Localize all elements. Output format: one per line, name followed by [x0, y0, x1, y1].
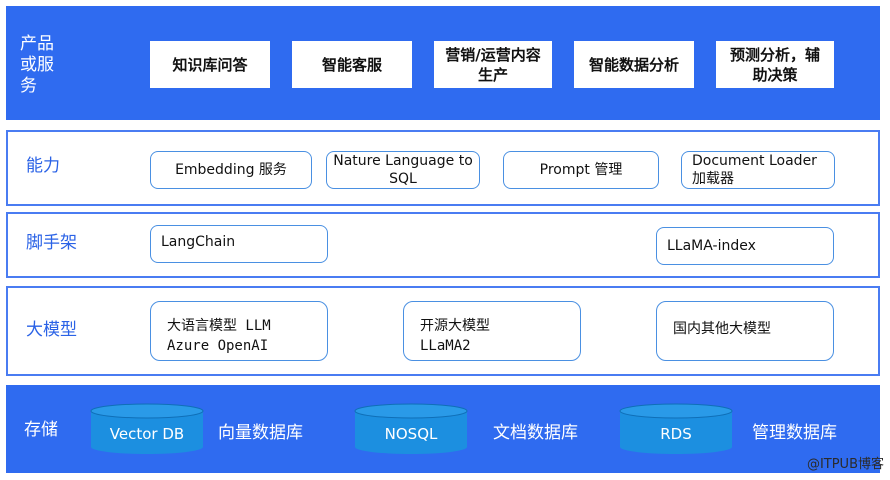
database-icon [619, 403, 733, 454]
model-open-source-subtitle: LLaMA2 [420, 338, 471, 354]
rds-cylinder: RDS [619, 403, 733, 455]
scaffold-layer-label: 脚手架 [26, 233, 77, 253]
watermark: @ITPUB博客 [806, 457, 884, 472]
vector-db-desc: 向量数据库 [218, 423, 303, 443]
capability-embedding: Embedding 服务 [150, 151, 312, 189]
vector-db-name: Vector DB [109, 425, 185, 443]
model-open-source-title: 开源大模型 [420, 318, 490, 334]
capability-prompt: Prompt 管理 [503, 151, 659, 189]
rds-name: RDS [660, 425, 692, 443]
nosql-desc: 文档数据库 [493, 423, 578, 443]
product-layer-label: 产品 或服 务 [20, 34, 54, 96]
rds-desc: 管理数据库 [752, 423, 837, 443]
model-llm-azure: 大语言模型 LLM Azure OpenAI [150, 301, 328, 361]
product-layer: 产品 或服 务 知识库问答 智能客服 营销/运营内容 生产 智能数据分析 预测分… [6, 6, 880, 120]
model-llm-title: 大语言模型 LLM [167, 318, 271, 334]
product-smart-service: 智能客服 [292, 41, 412, 88]
product-knowledge-qa: 知识库问答 [150, 41, 270, 88]
capability-document-loader: Document Loader 加载器 [681, 151, 835, 189]
product-prediction-decision: 预测分析，辅 助决策 [716, 41, 834, 88]
database-icon [354, 403, 468, 454]
nosql-cylinder: NOSQL [354, 403, 468, 455]
model-domestic-title: 国内其他大模型 [673, 321, 771, 337]
scaffold-llama-index: LLaMA-index [656, 227, 834, 265]
storage-layer: 存储 Vector DB 向量数据库 NOSQL 文档数据库 RDS 管理数据库 [6, 385, 880, 473]
scaffold-layer: 脚手架 LangChain LLaMA-index [6, 212, 880, 278]
model-llm-subtitle: Azure OpenAI [167, 338, 269, 354]
storage-layer-label: 存储 [24, 420, 58, 440]
model-domestic: 国内其他大模型 [656, 301, 834, 361]
product-marketing-content: 营销/运营内容 生产 [434, 41, 552, 88]
model-layer-label: 大模型 [26, 320, 77, 340]
product-data-analysis: 智能数据分析 [574, 41, 694, 88]
vector-db-cylinder: Vector DB [90, 403, 204, 455]
nosql-name: NOSQL [384, 425, 438, 443]
capability-layer: 能力 Embedding 服务 Nature Language to SQL P… [6, 130, 880, 206]
capability-layer-label: 能力 [26, 156, 60, 176]
capability-nl2sql: Nature Language to SQL [326, 151, 480, 189]
database-icon [90, 403, 204, 454]
scaffold-langchain: LangChain [150, 225, 328, 263]
model-layer: 大模型 大语言模型 LLM Azure OpenAI 开源大模型 LLaMA2 … [6, 286, 880, 376]
model-open-source: 开源大模型 LLaMA2 [403, 301, 581, 361]
